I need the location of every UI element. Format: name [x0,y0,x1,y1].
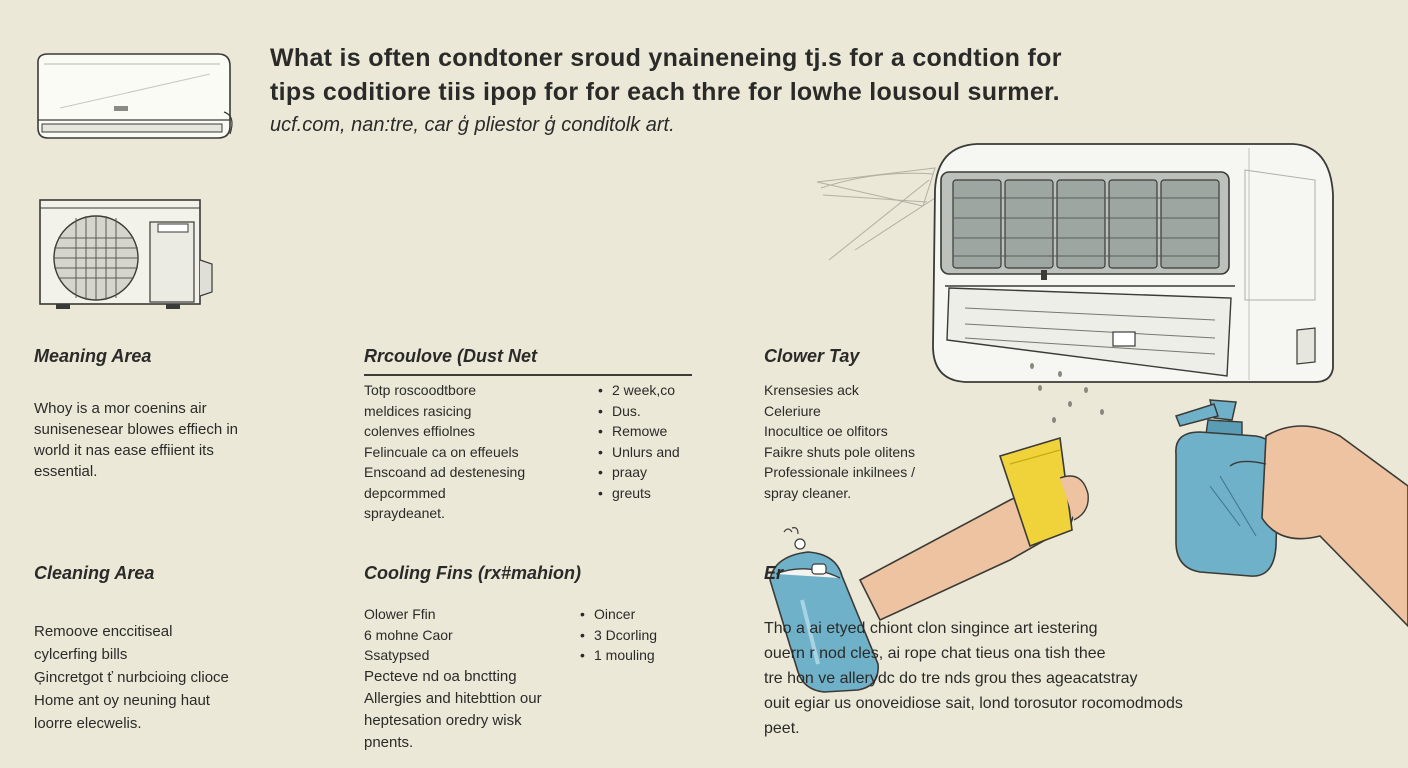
text-line: Pecteve nd oa bnctting [364,668,517,685]
cleaning-area-heading: Cleaning Area [34,563,155,583]
text-line: tre hon ve allerydc do tre nds grou thes… [764,670,1138,687]
text-line: colenves effiolnes [364,423,476,439]
extra-text: Tho a ai etyed chiont clon singince art … [764,616,1183,741]
outdoor-condenser-icon [39,199,213,309]
clower-tray-text: Krensesies ack Celeriure Inocultice oe o… [764,380,915,503]
text-line: heptesation oredry wisk [364,712,522,729]
text-line: loorre elecwelis. [34,715,142,732]
meaning-area-heading: Meaning Area [34,346,152,366]
text-line: Celeriure [764,402,821,419]
text-line: Remoove enccitiseal [34,623,173,640]
text-line: spray cleaner. [764,484,852,501]
text-line: Felincuale ca on effeuels [364,443,519,460]
text-line: Totp roscoodtbore [364,382,477,398]
extra-heading: Er [764,563,784,583]
water-drops [1030,363,1104,423]
text-line: peet. [764,720,800,737]
section-divider [364,374,692,376]
spray-bottle-icon [1175,399,1408,628]
text-line: pnents. [364,734,414,751]
text-line: Krensesies ack [764,382,859,398]
list-item: greuts [598,483,680,504]
cleaning-cloth-icon [858,436,1089,622]
text-line: Olower Ffin [364,606,436,622]
text-line: Tho a ai etyed chiont clon singince art … [764,620,1098,637]
page-title-line-1: What is often condtoner sroud ynainenein… [270,44,1062,72]
text-line: Allergies and hitebttion our [364,690,542,707]
text-line: sunisenesear blowes effiech in [34,421,239,438]
text-line: Ssatypsed [364,647,430,663]
cleaning-area-text: Remoove enccitiseal cylcerfing bills Ģin… [34,620,229,735]
text-line: ouit egiar us onoveidiose sait, lond tor… [764,695,1183,712]
list-item: 2 week,co [598,380,680,401]
dust-net-text: Totp roscoodtbore meldices rasicing cole… [364,380,525,524]
text-line: world it nas ease effiient its [34,442,214,459]
text-line: spraydeanet. [364,505,445,521]
text-line: cylcerfing bills [34,646,128,663]
text-line: meldices rasicing [364,402,472,419]
small-spray-bottle-icon [769,527,879,693]
wall-ac-unit-icon [37,53,233,139]
meaning-area-text: Whoy is a mor coenins air sunisenesear b… [34,398,238,482]
text-line: Faikre shuts pole olitens [764,443,915,460]
open-ac-filter-illustration [816,143,1334,383]
list-item: Dus. [598,401,680,422]
text-line: Inocultice oe olfitors [764,423,888,439]
text-line: Home ant oy neuning haut [34,692,210,709]
page-subtitle: ucf.com, nan:tre, car ģ pliestor ģ condi… [270,114,675,136]
list-item: 3 Dcorling [580,625,657,646]
cooling-fins-bullets: Oincer 3 Dcorling 1 mouling [580,604,657,666]
dust-net-heading: Rrcoulove (Dust Net [364,346,538,366]
clower-tray-heading: Clower Tay [764,346,860,366]
text-line: Enscoand ad destenesing [364,464,526,480]
list-item: Oincer [580,604,657,625]
text-line: essential. [34,463,98,480]
cooling-fins-heading: Cooling Fins (rx#mahion) [364,563,582,583]
list-item: Unlurs and [598,442,680,463]
text-line: 6 mohne Caor [364,626,453,643]
text-line: depcormmed [364,484,446,501]
page-title-line-2: tips coditiore tiis ipop for for each th… [270,78,1060,106]
text-line: Professionale inkilnees / [764,464,915,480]
cooling-fins-text: Pecteve nd oa bnctting Allergies and hit… [364,666,542,754]
text-line: ouern r nod cles, ai rope chat tieus ona… [764,645,1106,662]
dust-net-bullets: 2 week,co Dus. Remowe Unlurs and praay g… [598,380,680,503]
list-item: praay [598,462,680,483]
list-item: 1 mouling [580,645,657,666]
cooling-fins-sub: Olower Ffin 6 mohne Caor Ssatypsed [364,604,453,666]
text-line: Ģincretgot ť nurbcioing clioce [34,669,229,686]
list-item: Remowe [598,421,680,442]
text-line: Whoy is a mor coenins air [34,400,207,417]
